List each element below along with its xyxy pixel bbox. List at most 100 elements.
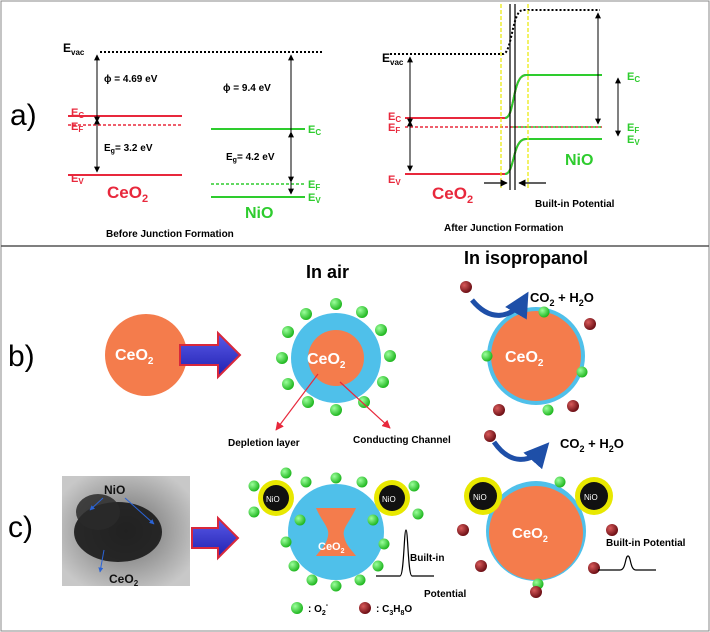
oxygen-ion bbox=[330, 404, 342, 416]
legend-isopropanol-icon bbox=[359, 602, 371, 614]
c-adsorbed-oxygen bbox=[248, 467, 424, 592]
oxygen-ion bbox=[554, 476, 566, 488]
tem-image: NiO CeO2 bbox=[62, 476, 190, 588]
isopropanol-molecule bbox=[606, 524, 618, 536]
nio-bandgap-label: Eg= 4.2 eV bbox=[226, 152, 275, 164]
oxygen-ion bbox=[288, 560, 300, 572]
adsorbed-oxygen-air bbox=[276, 298, 396, 416]
legend-oxygen-icon bbox=[291, 602, 303, 614]
in-isopropanol-title: In isopropanol bbox=[464, 248, 588, 268]
c-conducting-channel bbox=[316, 508, 356, 556]
iso-nio-label-right: NiO bbox=[584, 493, 598, 502]
c-iso-molecules bbox=[457, 430, 618, 598]
nio-work-function-label: ϕ = 9.4 eV bbox=[223, 83, 271, 94]
iso-molecules bbox=[460, 281, 596, 416]
oxygen-ion bbox=[372, 560, 384, 572]
oxygen-ion bbox=[300, 308, 312, 320]
after-nio-ec-label: EC bbox=[627, 71, 640, 84]
oxygen-ion bbox=[356, 306, 368, 318]
oxygen-ion bbox=[276, 352, 288, 364]
nio-core-left bbox=[263, 485, 289, 511]
ceo2-core bbox=[308, 330, 364, 386]
reaction-arrow-c bbox=[491, 440, 550, 470]
tem-ceo2-pointer bbox=[98, 549, 105, 573]
tem-nio-pointer-1 bbox=[89, 497, 104, 511]
c-iso-core bbox=[489, 486, 583, 580]
ceo2-particle-label: CeO2 bbox=[115, 347, 154, 367]
after-nio-label: NiO bbox=[565, 152, 593, 169]
nio-label-left: NiO bbox=[266, 495, 280, 504]
reaction-product-c: CO2 + H2O bbox=[560, 436, 624, 454]
ceo2-ec-label: EC bbox=[71, 107, 84, 120]
after-ec-label: EC bbox=[388, 111, 401, 124]
isopropanol-molecule bbox=[567, 400, 579, 412]
oxygen-ion bbox=[330, 580, 342, 592]
legend: : O2- : C3H8O bbox=[291, 602, 412, 617]
isopropanol-molecule bbox=[484, 430, 496, 442]
isopropanol-molecule bbox=[588, 562, 600, 574]
reaction-product-b: CO2 + H2O bbox=[530, 290, 594, 308]
panel-c-label: c) bbox=[8, 511, 33, 544]
tem-nio-particle bbox=[76, 494, 120, 530]
isopropanol-molecule bbox=[457, 524, 469, 536]
depletion-layer-label: Depletion layer bbox=[228, 438, 300, 449]
in-air-title: In air bbox=[306, 262, 349, 282]
transform-arrow-b bbox=[179, 330, 242, 380]
builtin-potential-label: Built-in Potential bbox=[535, 199, 615, 210]
oxygen-ion bbox=[538, 306, 550, 318]
in-air-ceo2-label: CeO2 bbox=[307, 351, 346, 371]
nio-core-right bbox=[379, 485, 405, 511]
nio-ef-label: EF bbox=[308, 179, 320, 192]
after-nio-ev-label: EV bbox=[627, 134, 640, 147]
after-vacuum-level bbox=[390, 9, 600, 55]
oxygen-ion bbox=[408, 480, 420, 492]
c-iso-builtin-label: Built-in Potential bbox=[606, 538, 686, 549]
nio-label-right: NiO bbox=[382, 495, 396, 504]
in-air-heterojunction: CeO2 NiO NiO bbox=[258, 480, 410, 580]
isopropanol-molecule bbox=[584, 318, 596, 330]
oxygen-ion bbox=[280, 536, 292, 548]
c-air-potential-barrier bbox=[376, 529, 434, 577]
c-iso-ceo2-label: CeO2 bbox=[512, 525, 548, 544]
iso-nio-core-right bbox=[580, 482, 608, 510]
oxygen-ion bbox=[330, 298, 342, 310]
oxygen-ion bbox=[306, 574, 318, 586]
oxygen-ion bbox=[302, 396, 314, 408]
oxygen-ion bbox=[282, 326, 294, 338]
iso-ceo2-core bbox=[491, 311, 581, 401]
c-iso-potential-barrier bbox=[598, 555, 656, 571]
c-potential-label: Potential bbox=[424, 589, 466, 600]
nio-ev-label: EV bbox=[308, 192, 321, 205]
after-evac-label: Evac bbox=[382, 51, 404, 67]
legend-isopropanol-label: : C3H8O bbox=[376, 604, 412, 617]
iso-ceo2-label: CeO2 bbox=[505, 349, 544, 369]
oxygen-ion bbox=[300, 476, 312, 488]
tem-nio-pointer-2 bbox=[124, 497, 155, 525]
after-ceo2-label: CeO2 bbox=[432, 184, 473, 206]
isopropanol-particle: CeO2 bbox=[487, 307, 585, 405]
oxygen-ion bbox=[384, 350, 396, 362]
oxygen-ion bbox=[375, 324, 387, 336]
oxygen-ion bbox=[282, 378, 294, 390]
oxygen-ion bbox=[280, 467, 292, 479]
after-caption: After Junction Formation bbox=[444, 223, 563, 234]
after-junction-diagram: Evac EC EF EV EC EF EV CeO2 NiO Built-in… bbox=[382, 4, 640, 234]
c-ceo2-label: CeO2 bbox=[318, 541, 345, 555]
conducting-channel-label: Conducting Channel bbox=[353, 435, 451, 446]
ceo2-label: CeO2 bbox=[107, 183, 148, 205]
transform-arrow-c bbox=[191, 515, 240, 561]
legend-oxygen-label: : O2- bbox=[308, 602, 329, 617]
evac-label: Evac bbox=[63, 41, 85, 57]
oxygen-ion bbox=[248, 506, 260, 518]
ceo2-bandgap-label: Eg= 3.2 eV bbox=[104, 143, 153, 155]
ceo2-ev-label: EV bbox=[71, 173, 84, 186]
isopropanol-molecule bbox=[460, 281, 472, 293]
c-builtin-label: Built-in bbox=[410, 553, 444, 564]
after-nio-ef-label: EF bbox=[627, 122, 639, 135]
channel-pointer bbox=[339, 381, 391, 429]
after-ceo2-ec bbox=[405, 74, 602, 119]
after-ev-label: EV bbox=[388, 174, 401, 187]
oxygen-ion bbox=[358, 396, 370, 408]
